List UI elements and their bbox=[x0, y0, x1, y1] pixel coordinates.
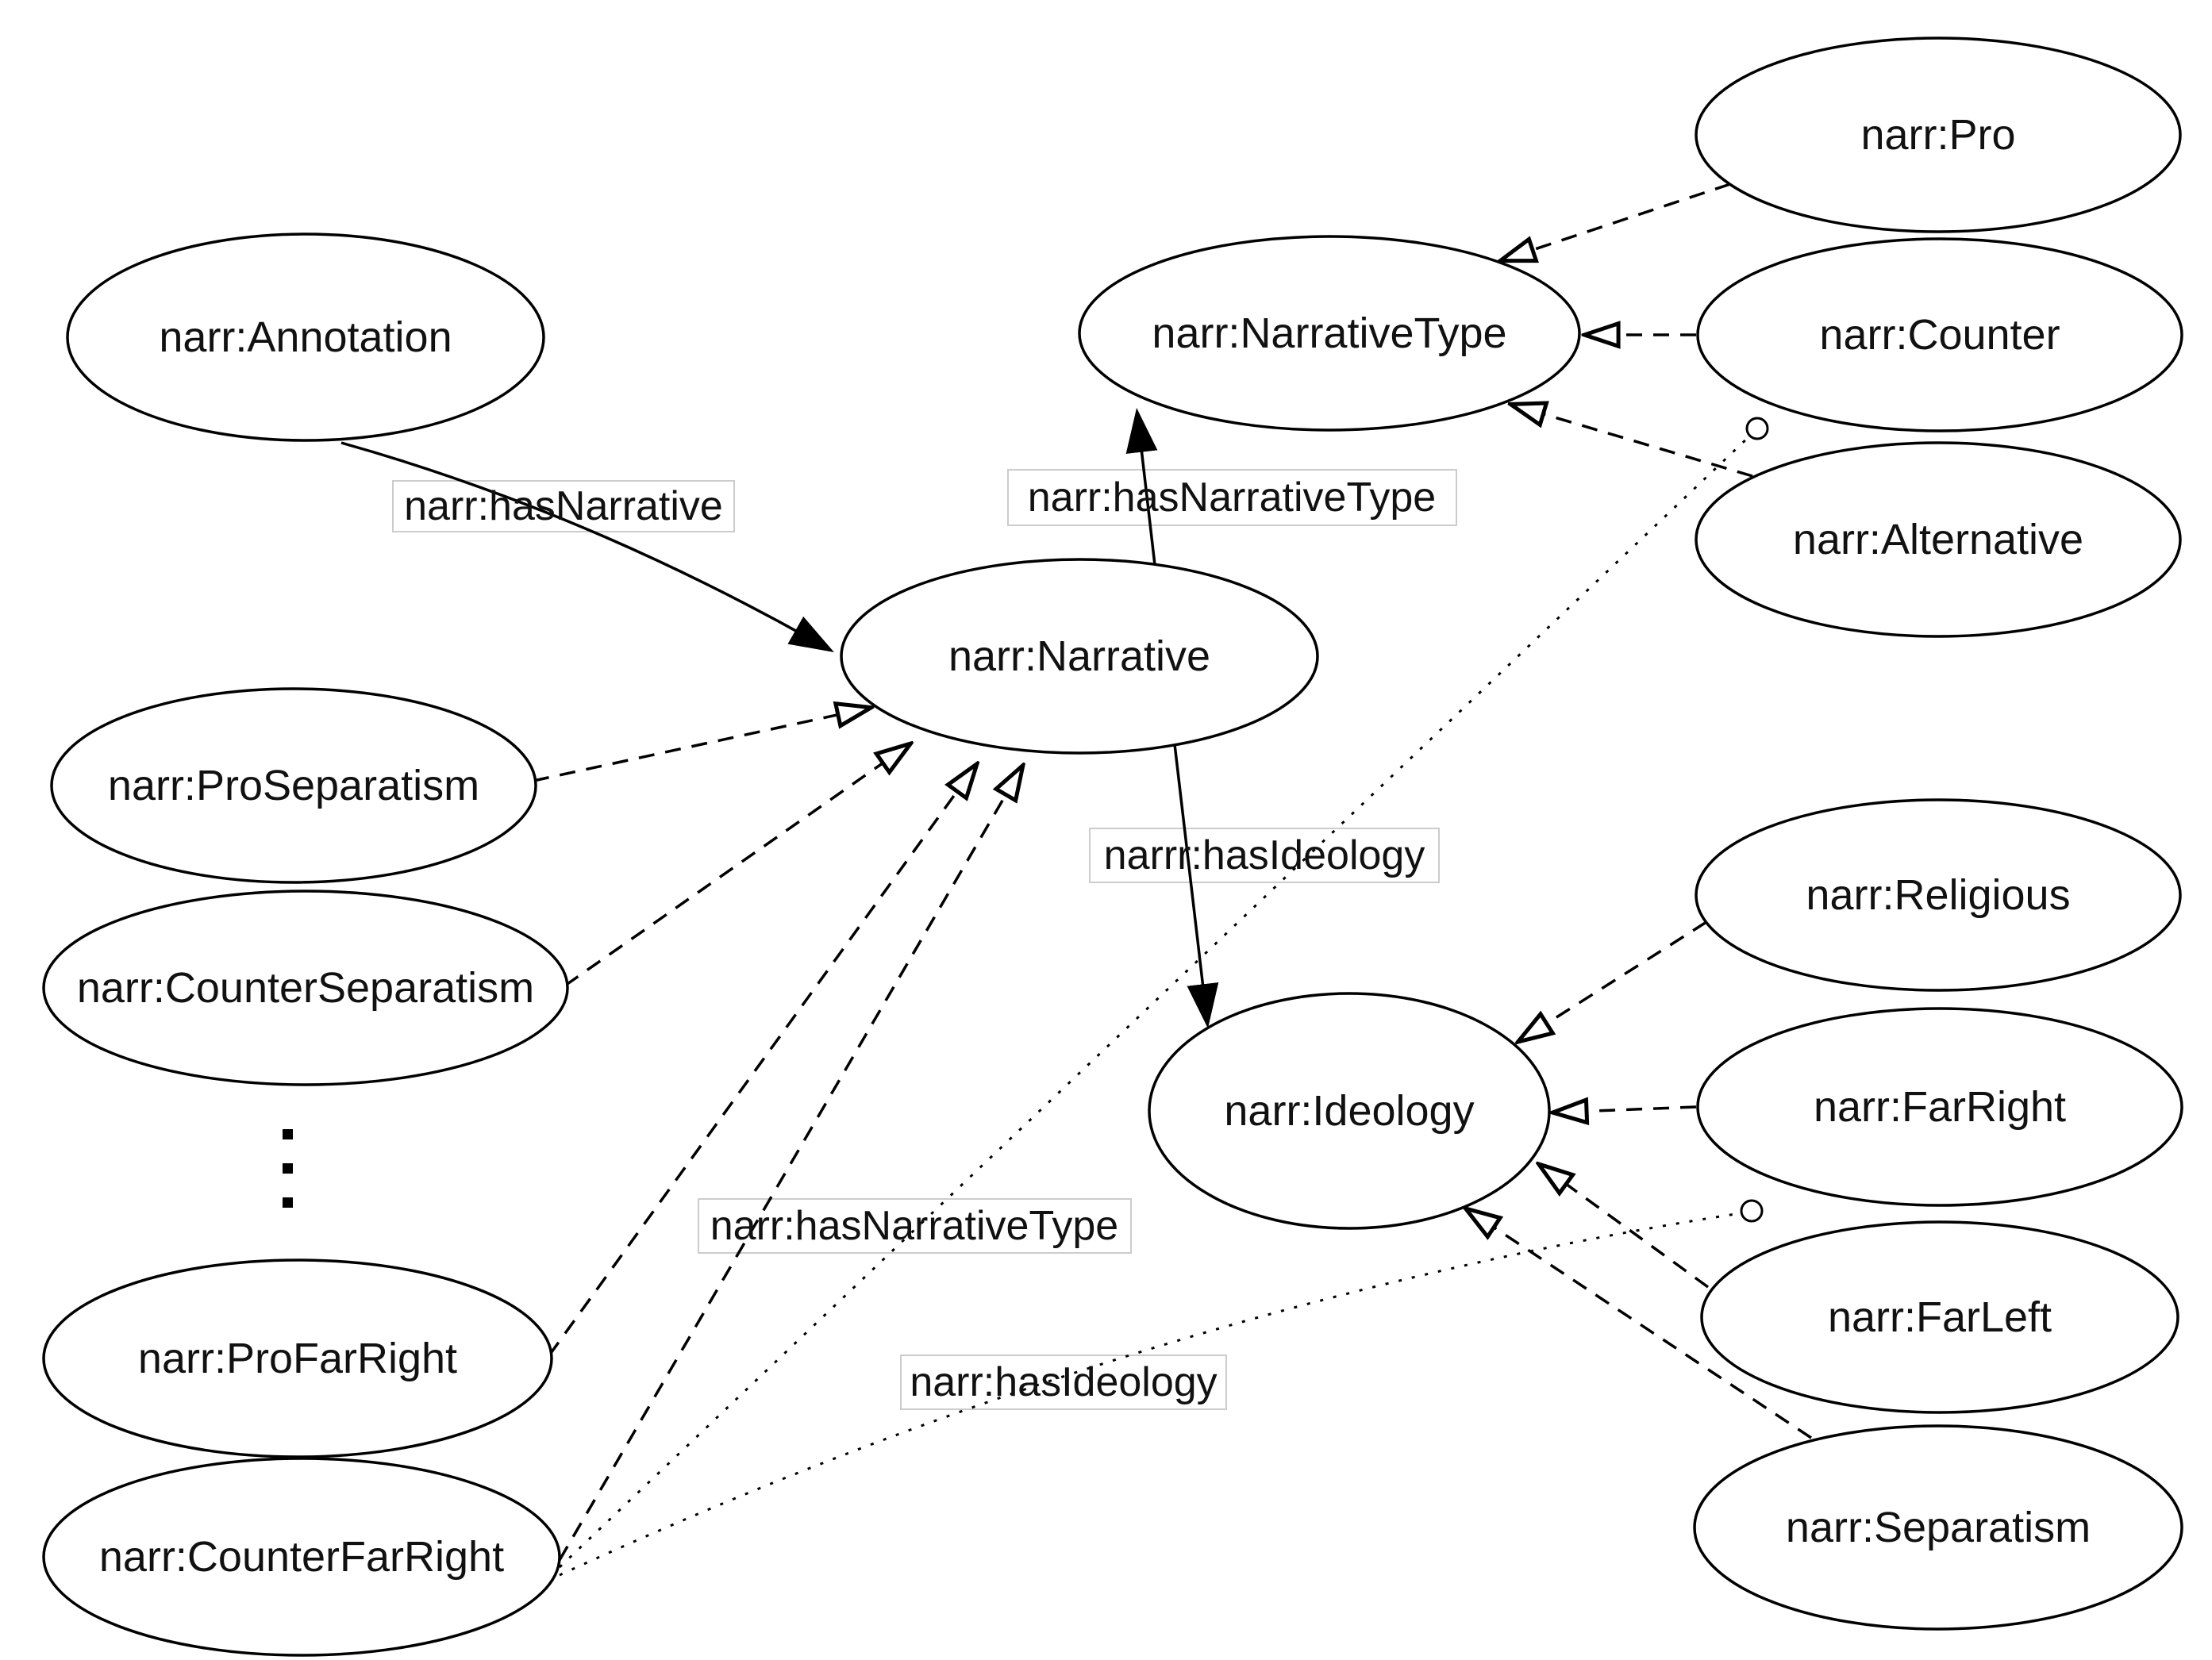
edge-counterseparatism-subclassof-narrative bbox=[564, 744, 910, 987]
node-pro-separatism: narr:ProSeparatism bbox=[50, 687, 537, 884]
label-box-hasNarrativeType-bottom bbox=[698, 1198, 1132, 1254]
node-separatism-label: narr:Separatism bbox=[1786, 1504, 2091, 1551]
node-counter-far-right-shape bbox=[42, 1457, 561, 1657]
edge-label-hasNarrativeType-top: narr:hasNarrativeType bbox=[1028, 475, 1436, 521]
node-pro-far-right-shape bbox=[42, 1258, 553, 1458]
edge-farright-subclassof-ideology bbox=[1554, 1107, 1697, 1112]
node-counter-separatism: narr:CounterSeparatism bbox=[42, 890, 569, 1086]
edge-separatism-subclassof-ideology bbox=[1467, 1209, 1812, 1439]
edge-proseparatism-subclassof-narrative bbox=[533, 708, 870, 782]
node-religious: narr:Religious bbox=[1695, 798, 2182, 992]
node-far-left-label: narr:FarLeft bbox=[1828, 1293, 2052, 1341]
node-religious-label: narr:Religious bbox=[1806, 871, 2070, 919]
node-far-right: narr:FarRight bbox=[1696, 1007, 2183, 1207]
node-pro-separatism-label: narr:ProSeparatism bbox=[108, 762, 479, 809]
label-box-hasIdeology-typo bbox=[1089, 828, 1440, 883]
node-far-left-shape bbox=[1700, 1220, 2179, 1414]
ellipsis-dot bbox=[283, 1163, 293, 1174]
node-alternative-label: narr:Alternative bbox=[1793, 516, 2083, 563]
node-far-right-label: narr:FarRight bbox=[1814, 1083, 2066, 1131]
node-separatism: narr:Separatism bbox=[1693, 1424, 2183, 1631]
node-narrative-shape bbox=[840, 558, 1319, 755]
node-religious-shape bbox=[1695, 798, 2182, 992]
node-narrative-type-label: narr:NarrativeType bbox=[1152, 309, 1506, 357]
node-pro-shape bbox=[1695, 37, 2182, 233]
odot-marker-counter bbox=[1745, 417, 1769, 440]
node-alternative: narr:Alternative bbox=[1695, 441, 2182, 638]
node-annotation-label: narr:Annotation bbox=[159, 313, 452, 361]
edge-religious-subclassof-ideology bbox=[1519, 920, 1707, 1041]
node-ideology: narr:Ideology bbox=[1148, 992, 1551, 1230]
node-pro-separatism-shape bbox=[50, 687, 537, 884]
node-pro-far-right-label: narr:ProFarRight bbox=[138, 1335, 457, 1382]
node-pro-label: narr:Pro bbox=[1860, 111, 2015, 159]
edge-label-hasIdeology-typo: narrr:hasIdeology bbox=[1104, 832, 1425, 878]
node-ideology-shape bbox=[1148, 992, 1551, 1230]
node-narrative-type-shape bbox=[1078, 235, 1581, 432]
label-box-hasIdeology-bottom bbox=[900, 1355, 1227, 1410]
node-counter-separatism-label: narr:CounterSeparatism bbox=[77, 964, 534, 1012]
node-counter-far-right-label: narr:CounterFarRight bbox=[99, 1533, 504, 1581]
ellipsis-dot bbox=[283, 1129, 293, 1139]
node-narrative: narr:Narrative bbox=[840, 558, 1319, 755]
node-counter-separatism-shape bbox=[42, 890, 569, 1086]
edge-alternative-subclassof-narrativetype bbox=[1512, 405, 1753, 478]
ellipsis-dots bbox=[283, 1129, 293, 1208]
edge-label-hasNarrativeType-bottom: narr:hasNarrativeType bbox=[710, 1203, 1118, 1249]
label-box-hasNarrative bbox=[392, 480, 735, 532]
node-ideology-label: narr:Ideology bbox=[1224, 1087, 1474, 1135]
node-separatism-shape bbox=[1693, 1424, 2183, 1631]
node-far-left: narr:FarLeft bbox=[1700, 1220, 2179, 1414]
ellipsis-dot bbox=[283, 1197, 293, 1208]
edge-narrative-hasNarrativeType-narrativetype bbox=[1125, 408, 1158, 566]
edge-label-hasNarrative: narr:hasNarrative bbox=[404, 483, 723, 529]
node-alternative-shape bbox=[1695, 441, 2182, 638]
edge-farleft-subclassof-ideology bbox=[1540, 1165, 1710, 1289]
node-annotation: narr:Annotation bbox=[66, 232, 545, 442]
node-narrative-type: narr:NarrativeType bbox=[1078, 235, 1581, 432]
node-counter-far-right: narr:CounterFarRight bbox=[42, 1457, 561, 1657]
edge-counterfarright-subclassof-narrative bbox=[558, 767, 1022, 1561]
node-pro: narr:Pro bbox=[1695, 37, 2182, 233]
edge-annotation-hasNarrative-narrative bbox=[340, 441, 834, 652]
node-far-right-shape bbox=[1696, 1007, 2183, 1207]
label-box-hasNarrativeType-top bbox=[1007, 469, 1457, 526]
edge-label-hasIdeology-bottom: narr:hasIdeology bbox=[910, 1359, 1217, 1405]
edge-profarright-subclassof-narrative bbox=[548, 765, 976, 1357]
odot-marker-farright bbox=[1740, 1199, 1764, 1223]
node-annotation-shape bbox=[66, 232, 545, 442]
node-narrative-label: narr:Narrative bbox=[948, 632, 1210, 680]
node-counter-shape bbox=[1696, 237, 2183, 432]
node-counter-label: narr:Counter bbox=[1819, 311, 2060, 359]
edge-pro-subclassof-narrativetype bbox=[1502, 183, 1731, 260]
node-counter: narr:Counter bbox=[1696, 237, 2183, 432]
node-pro-far-right: narr:ProFarRight bbox=[42, 1258, 553, 1458]
edge-narrative-hasIdeology-ideology bbox=[1173, 744, 1219, 1028]
